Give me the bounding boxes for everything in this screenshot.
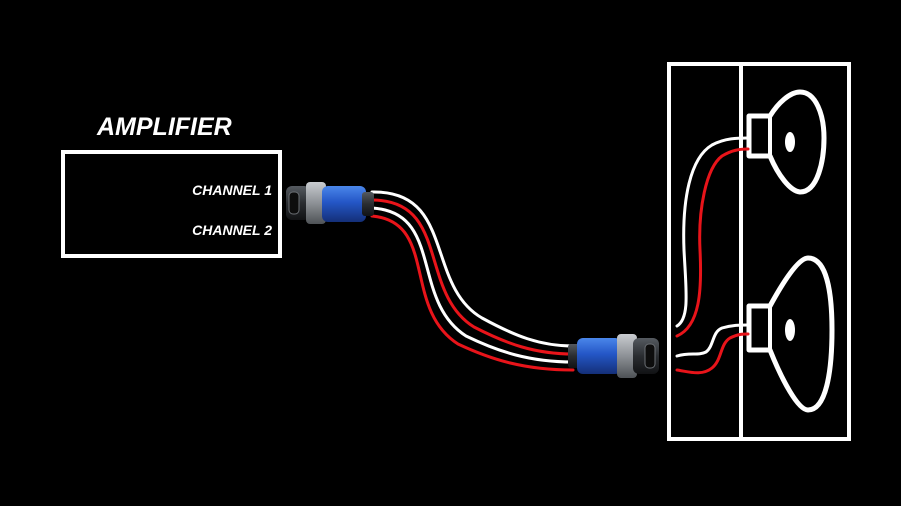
wire-white-woofer <box>675 323 750 358</box>
connector-tip-ring <box>288 191 300 215</box>
wire-white-tweeter <box>675 136 750 328</box>
internal-wiring <box>675 136 750 375</box>
amplifier-title: AMPLIFIER <box>96 113 232 141</box>
woofer-driver <box>746 255 835 413</box>
wire-white-2 <box>370 206 575 364</box>
connector-body <box>322 186 366 222</box>
speakon-connector-amp <box>286 182 374 224</box>
connector-strain-relief <box>362 192 374 216</box>
connector-collar <box>306 182 326 224</box>
channel-2-label: CHANNEL 2 <box>192 222 272 238</box>
amplifier: AMPLIFIER CHANNEL 1 CHANNEL 2 <box>61 113 282 258</box>
tweeter-driver <box>746 89 827 195</box>
amplifier-box <box>61 150 282 258</box>
woofer-dustcap <box>785 319 795 341</box>
wire-red-tweeter <box>675 147 750 338</box>
wire-red-2 <box>370 214 575 372</box>
wire-white-1 <box>370 190 575 348</box>
speaker-cabinet <box>667 62 851 441</box>
tweeter-dustcap <box>785 132 795 152</box>
wire-red-1 <box>370 198 575 356</box>
channel-1-label: CHANNEL 1 <box>192 182 272 198</box>
connector-tip-ring <box>644 343 656 369</box>
wire-red-woofer <box>675 332 750 375</box>
connector-body <box>577 338 621 374</box>
speakon-connector-cabinet <box>568 334 659 378</box>
woofer-cone <box>746 255 835 413</box>
tweeter-cone <box>746 89 827 195</box>
connector-collar <box>617 334 637 378</box>
cabinet-outline <box>667 62 851 441</box>
speaker-cable <box>370 190 575 372</box>
